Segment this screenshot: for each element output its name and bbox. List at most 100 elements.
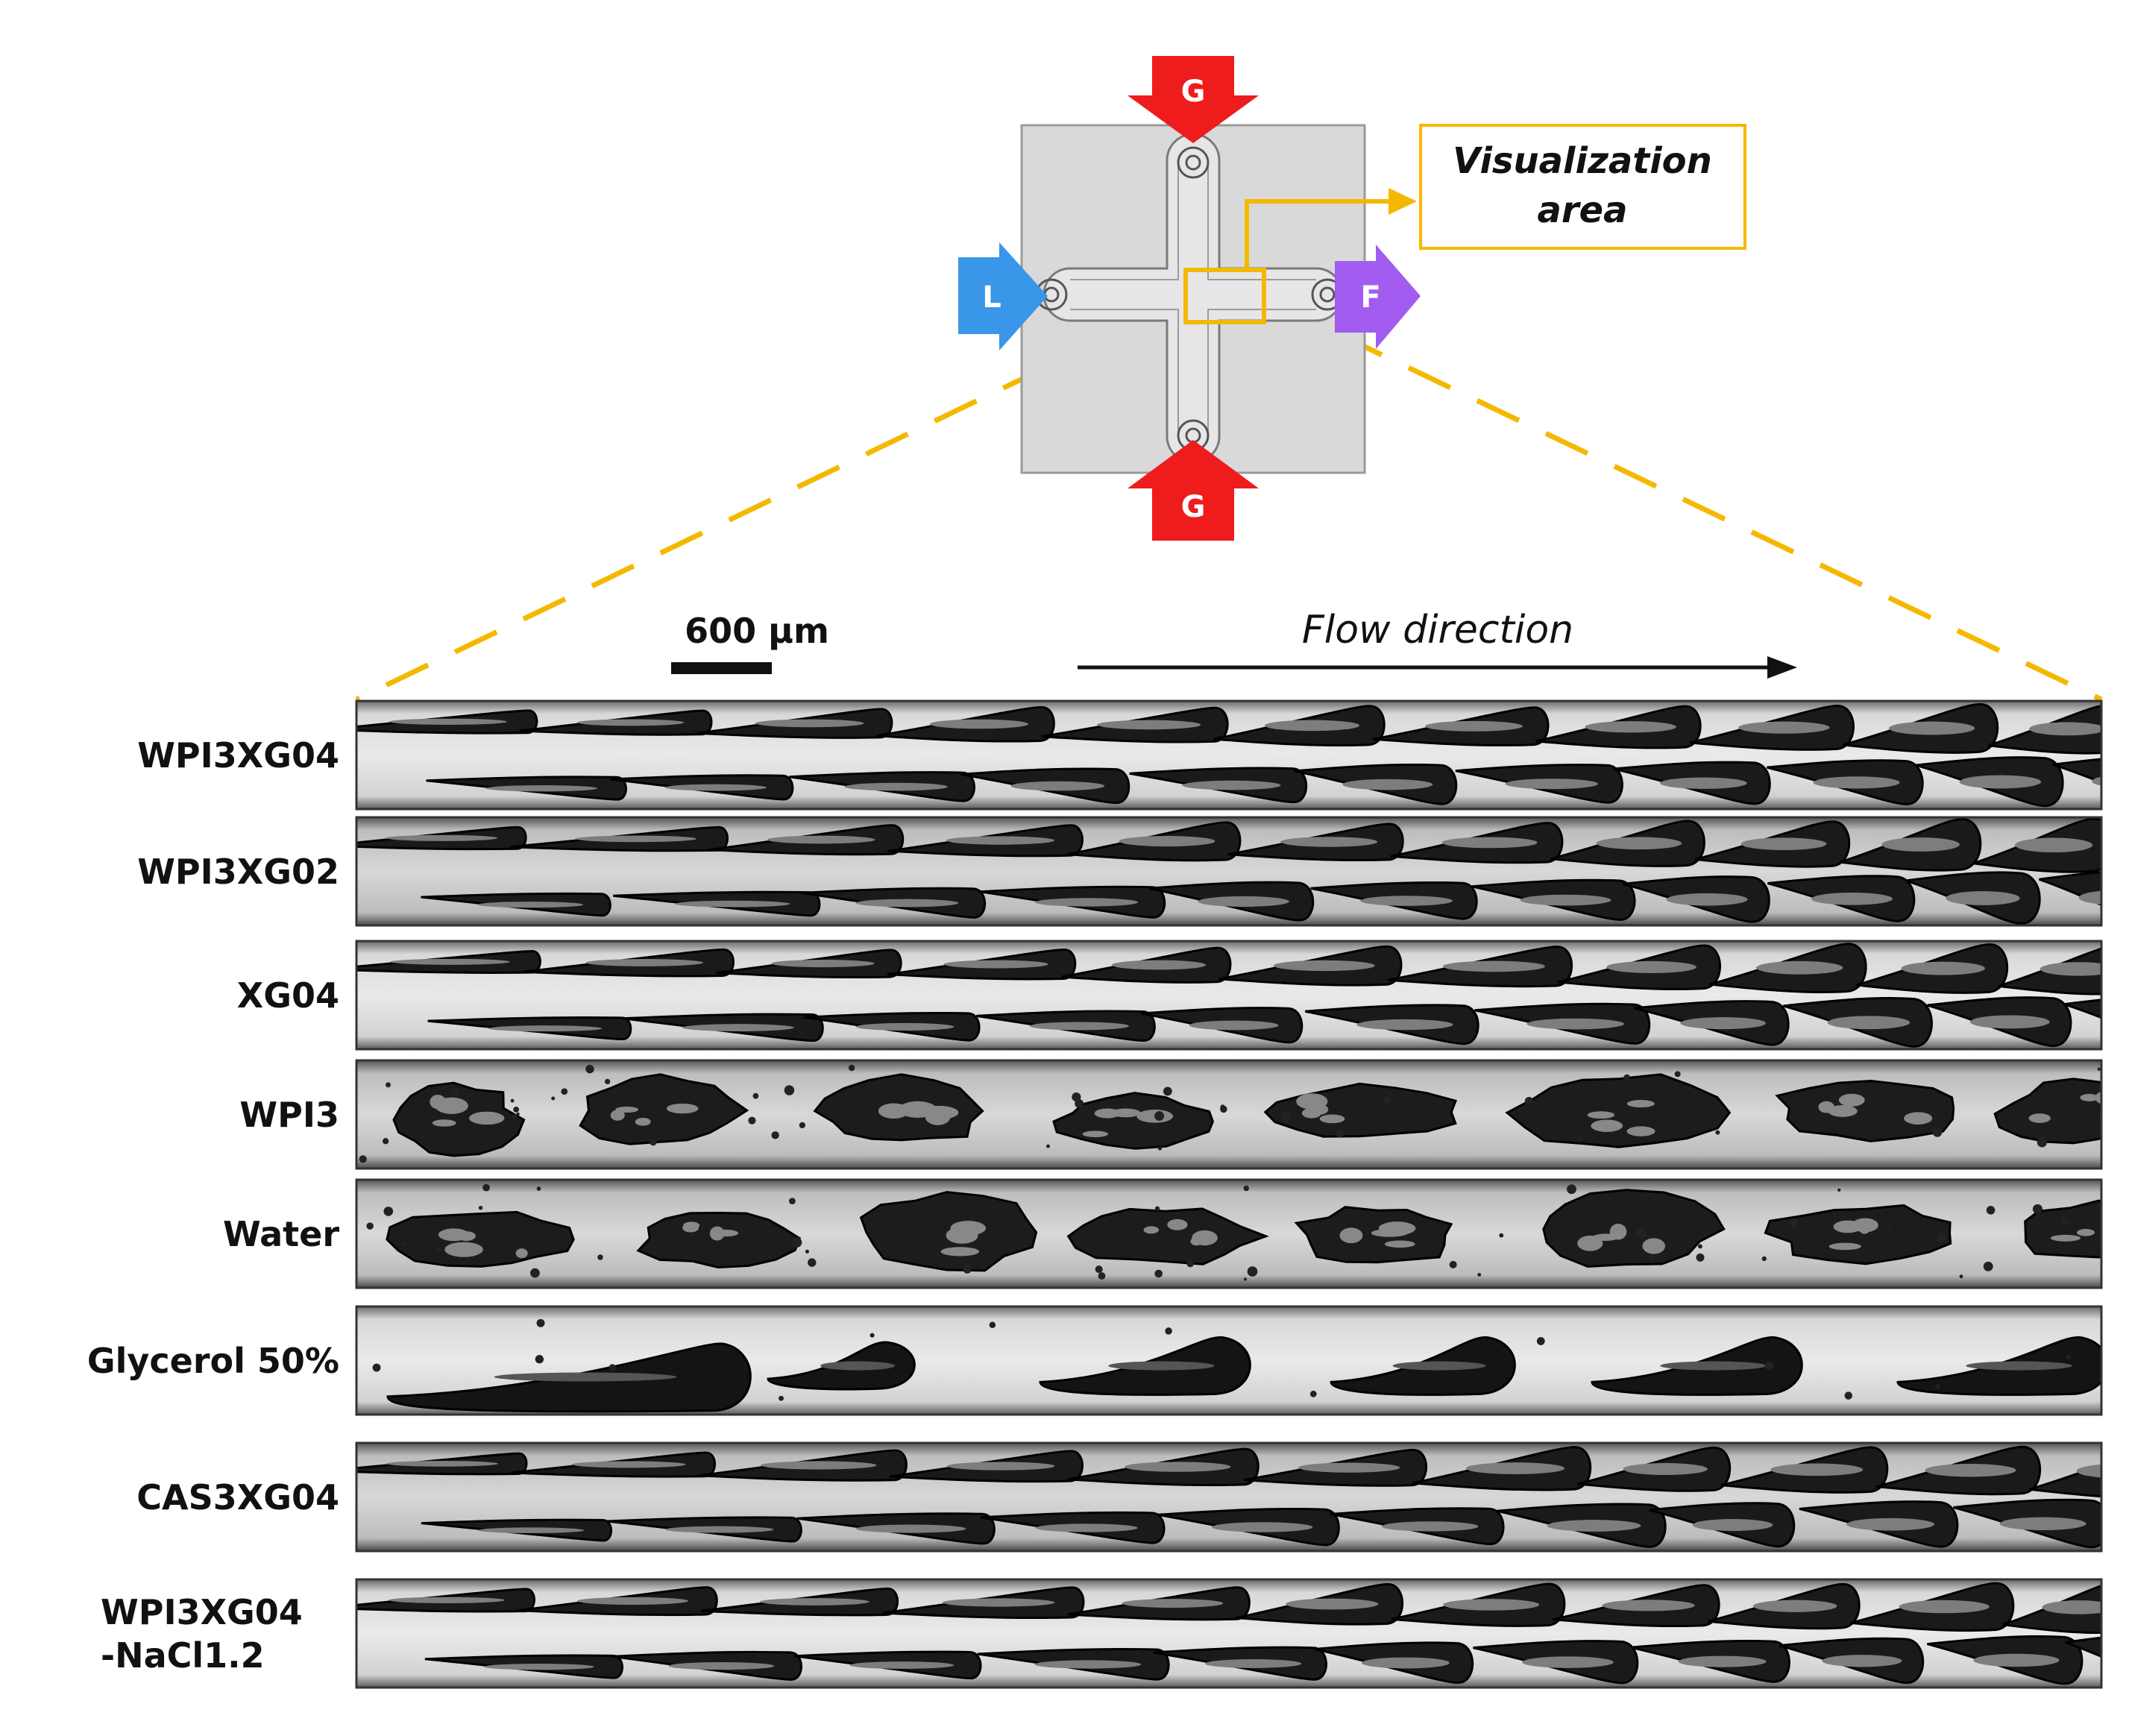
- bubble-highlight: [919, 1105, 959, 1120]
- debris-dot: [1243, 1185, 1249, 1192]
- debris-dot: [1577, 1137, 1582, 1142]
- visualization-callout: Visualization area: [1419, 124, 1746, 250]
- droplet-highlight: [2014, 837, 2093, 853]
- debris-dot: [1870, 1127, 1874, 1130]
- droplet: [2106, 820, 2129, 872]
- debris-dot: [1932, 1128, 1943, 1137]
- row-label-line-1: WPI3: [239, 1094, 339, 1135]
- strip-frame: [355, 1441, 2103, 1553]
- droplet-highlight: [571, 1461, 686, 1468]
- debris-dot: [2032, 1204, 2043, 1214]
- row-label-line-1: XG04: [236, 975, 339, 1016]
- droplet-highlight: [1189, 1020, 1279, 1031]
- droplet-highlight: [1280, 837, 1378, 847]
- debris-dot: [1696, 1253, 1705, 1262]
- debris-dot: [1764, 1361, 1774, 1371]
- debris-dot: [478, 1205, 483, 1210]
- flow-arrowhead: [1767, 656, 1797, 679]
- debris-dot: [748, 1116, 756, 1125]
- debris-dot: [359, 1155, 367, 1163]
- droplet-highlight: [1827, 1016, 1911, 1030]
- droplet-highlight: [1342, 779, 1433, 790]
- droplet-highlight: [1522, 1656, 1614, 1668]
- strip-frame: [355, 1578, 2103, 1689]
- row-label: WPI3XG04-NaCl1.2: [101, 1591, 303, 1677]
- droplet-highlight: [855, 1524, 966, 1533]
- bubble-highlight: [1339, 1227, 1363, 1244]
- droplet-highlight: [1740, 837, 1827, 850]
- droplet-highlight: [2104, 1014, 2129, 1028]
- droplet-highlight: [1286, 1598, 1379, 1610]
- inlet-arrow-top: G: [1128, 56, 1259, 143]
- bubble-highlight: [1591, 1119, 1623, 1132]
- row-label-line-1: Water: [222, 1213, 339, 1254]
- debris-dot: [372, 1363, 381, 1372]
- debris-dot: [848, 1064, 855, 1072]
- bubble-highlight: [1587, 1111, 1615, 1119]
- debris-dot: [561, 1088, 568, 1095]
- debris-dot: [452, 1088, 459, 1095]
- bubble-highlight: [1626, 1100, 1655, 1108]
- debris-dot: [608, 1364, 616, 1371]
- debris-dot: [530, 1268, 540, 1278]
- plug-highlight: [820, 1361, 895, 1371]
- droplet-highlight: [478, 1527, 585, 1533]
- callout-connector: [1245, 199, 1393, 270]
- droplet-highlight: [1547, 1520, 1641, 1532]
- micrograph-strip: [355, 1578, 2103, 1689]
- debris-dot: [1095, 1265, 1103, 1274]
- debris-dot: [805, 1249, 810, 1254]
- debris-dot: [1789, 1218, 1798, 1227]
- bubble-highlight: [1143, 1226, 1159, 1234]
- micrograph-strip: [355, 1305, 2103, 1416]
- debris-dot: [752, 1092, 759, 1099]
- scale-bar-line: [671, 662, 772, 674]
- debris-dot: [516, 1112, 520, 1116]
- debris-dot: [597, 1254, 603, 1260]
- droplet-highlight: [771, 960, 875, 968]
- plug-highlight: [494, 1372, 677, 1382]
- bubble-highlight: [1301, 1108, 1321, 1119]
- droplet-highlight: [760, 1598, 869, 1606]
- droplet: [2104, 1496, 2129, 1550]
- micrograph-strip: [355, 699, 2103, 811]
- debris-dot: [2060, 1217, 2069, 1226]
- debris-dot: [1935, 1383, 1940, 1389]
- bubble-highlight: [940, 1247, 980, 1257]
- debris-dot: [512, 1113, 517, 1119]
- debris-dot: [535, 1355, 544, 1364]
- bubble-highlight: [432, 1119, 456, 1127]
- debris-dot: [1715, 1130, 1720, 1135]
- debris-dot: [650, 1138, 657, 1146]
- droplet-highlight: [1035, 898, 1139, 907]
- droplet-highlight: [1360, 896, 1453, 906]
- debris-dot: [1844, 1391, 1853, 1400]
- debris-dot: [2097, 1067, 2101, 1071]
- row-label: WPI3XG02: [137, 850, 339, 893]
- debris-dot: [510, 1098, 515, 1103]
- droplet-highlight: [1606, 960, 1696, 973]
- debris-dot: [1280, 1112, 1291, 1122]
- droplet-highlight: [1424, 720, 1523, 732]
- micrograph-strip: [355, 940, 2129, 1051]
- droplet-highlight: [675, 900, 790, 908]
- debris-dot: [1986, 1206, 1996, 1215]
- droplet-highlight: [1680, 1017, 1767, 1030]
- droplet-highlight: [1205, 1658, 1302, 1668]
- scale-bar: 600 µm: [671, 611, 829, 674]
- bubble-highlight: [1642, 1238, 1666, 1254]
- bubble-highlight: [1592, 1233, 1619, 1241]
- droplet-highlight: [2076, 1464, 2101, 1478]
- droplet-highlight: [389, 1597, 505, 1603]
- bubble-highlight: [610, 1110, 625, 1121]
- debris-dot: [513, 1107, 520, 1113]
- debris-dot: [1154, 1206, 1160, 1211]
- micrograph-strip: [355, 1441, 2129, 1553]
- bubble-highlight: [515, 1248, 528, 1259]
- debris-dot: [789, 1198, 796, 1204]
- droplet-highlight: [485, 784, 598, 792]
- debris-dot: [1536, 1336, 1545, 1345]
- bubble-highlight: [683, 1221, 700, 1229]
- droplet-highlight: [1381, 1521, 1479, 1532]
